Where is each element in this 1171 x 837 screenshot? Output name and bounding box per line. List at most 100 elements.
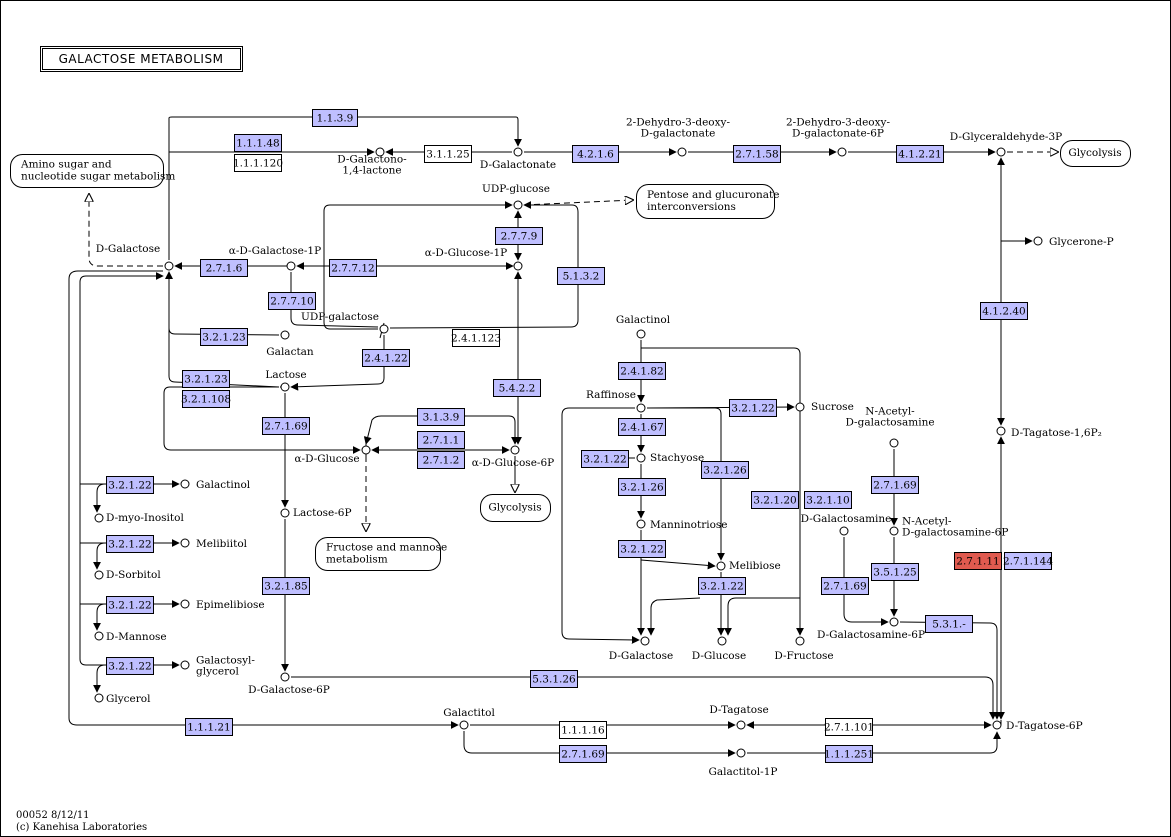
- compound-node-icon[interactable]: [837, 147, 847, 157]
- compound-agal1p[interactable]: α-D-Galactose-1P: [229, 245, 321, 271]
- enzyme-e_271144[interactable]: 2.7.1.144: [1003, 552, 1053, 570]
- compound-manninotriose[interactable]: Manninotriose: [636, 519, 728, 531]
- enzyme-e_27169c[interactable]: 2.7.1.69: [821, 577, 869, 595]
- enzyme-e_111116[interactable]: 1.1.1.16: [559, 721, 607, 739]
- compound-galactinol_m[interactable]: Galactinol: [616, 314, 671, 339]
- compound-node-icon[interactable]: [636, 453, 646, 463]
- compound-node-icon[interactable]: [636, 403, 646, 413]
- enzyme-e_32185[interactable]: 3.2.1.85: [262, 577, 310, 595]
- compound-node-icon[interactable]: [459, 720, 469, 730]
- compound-node-icon[interactable]: [795, 636, 805, 646]
- enzyme-box[interactable]: [262, 577, 310, 595]
- compound-lactose6p[interactable]: Lactose-6P: [280, 507, 352, 519]
- enzyme-e_111251[interactable]: 1.1.1.251: [824, 745, 874, 763]
- enzyme-e_5422[interactable]: 5.4.2.2: [493, 379, 541, 397]
- compound-aglc6p[interactable]: α-D-Glucose-6P: [472, 445, 554, 469]
- enzyme-box[interactable]: [825, 718, 873, 736]
- compound-node-icon[interactable]: [164, 261, 174, 271]
- enzyme-box[interactable]: [234, 154, 282, 172]
- enzyme-e_27169d[interactable]: 2.7.1.69: [559, 745, 607, 763]
- compound-node-icon[interactable]: [889, 438, 899, 448]
- enzyme-e_5132[interactable]: 5.1.3.2: [557, 267, 605, 285]
- enzyme-box[interactable]: [804, 491, 852, 509]
- enzyme-e_32122l3[interactable]: 3.2.1.22: [106, 596, 154, 614]
- enzyme-e_4216[interactable]: 4.2.1.6: [572, 145, 619, 163]
- compound-d_galactose[interactable]: D-Galactose: [96, 243, 174, 271]
- compound-node-icon[interactable]: [180, 660, 190, 670]
- compound-node-icon[interactable]: [280, 330, 290, 340]
- enzyme-e_2712[interactable]: 2.7.1.2: [417, 451, 465, 469]
- compound-d_glucose_b[interactable]: D-Glucose: [692, 636, 746, 662]
- compound-node-icon[interactable]: [716, 561, 726, 571]
- enzyme-box[interactable]: [262, 417, 310, 435]
- compound-galactinol_l[interactable]: Galactinol: [180, 479, 251, 491]
- compound-stachyose[interactable]: Stachyose: [636, 452, 704, 464]
- compound-galactonolactone[interactable]: D-Galactono-1,4-lactone: [337, 147, 407, 177]
- compound-melibiose[interactable]: Melibiose: [716, 560, 781, 572]
- compound-galactonate[interactable]: D-Galactonate: [480, 147, 556, 171]
- enzyme-box[interactable]: [106, 657, 154, 675]
- compound-galactose6p[interactable]: D-Galactose-6P: [248, 672, 330, 696]
- compound-sorbitol[interactable]: D-Sorbitol: [94, 569, 161, 581]
- enzyme-box[interactable]: [701, 461, 749, 479]
- enzyme-box[interactable]: [871, 563, 919, 581]
- compound-glyceraldehyde[interactable]: D-Glyceraldehyde-3P: [950, 131, 1062, 157]
- compound-dehydro[interactable]: 2-Dehydro-3-deoxy-D-galactonate: [626, 117, 731, 157]
- enzyme-e_111120[interactable]: 1.1.1.120: [233, 154, 283, 172]
- pathway-box[interactable]: [636, 184, 775, 219]
- pathway-box[interactable]: [10, 154, 164, 188]
- compound-node-icon[interactable]: [94, 693, 104, 703]
- enzyme-e_32123b[interactable]: 3.2.1.23: [182, 370, 230, 388]
- compound-node-icon[interactable]: [992, 720, 1002, 730]
- enzyme-box[interactable]: [729, 399, 777, 417]
- enzyme-e_321108[interactable]: 3.2.1.108: [181, 390, 231, 408]
- enzyme-e_32122l4[interactable]: 3.2.1.22: [106, 657, 154, 675]
- enzyme-e_27169b[interactable]: 2.7.1.69: [871, 476, 919, 494]
- compound-aglc1p[interactable]: α-D-Glucose-1P: [425, 247, 523, 271]
- compound-galactosamine[interactable]: D-Galactosamine: [801, 513, 892, 536]
- enzyme-box[interactable]: [452, 329, 500, 347]
- compound-glycerone[interactable]: Glycerone-P: [1033, 236, 1114, 248]
- enzyme-box[interactable]: [200, 259, 248, 277]
- compound-melibiitol[interactable]: Melibiitol: [180, 538, 248, 550]
- compound-mannose[interactable]: D-Mannose: [94, 631, 167, 643]
- enzyme-box[interactable]: [618, 540, 666, 558]
- compound-glycerol[interactable]: Glycerol: [94, 693, 151, 705]
- compound-node-icon[interactable]: [361, 445, 371, 455]
- enzyme-box[interactable]: [417, 408, 465, 426]
- enzyme-box[interactable]: [182, 370, 230, 388]
- compound-node-icon[interactable]: [280, 508, 290, 518]
- enzyme-box[interactable]: [581, 450, 629, 468]
- compound-lactose[interactable]: Lactose: [265, 369, 307, 392]
- enzyme-e_1139[interactable]: 1.1.3.9: [312, 109, 358, 127]
- enzyme-box[interactable]: [618, 362, 666, 380]
- compound-galactosylglycerol[interactable]: Galactosyl-glycerol: [180, 655, 255, 678]
- enzyme-box[interactable]: [618, 478, 666, 496]
- pathway-box[interactable]: [315, 537, 441, 571]
- enzyme-e_41240[interactable]: 4.1.2.40: [980, 302, 1028, 320]
- compound-node-icon[interactable]: [180, 599, 190, 609]
- enzyme-e_11148[interactable]: 1.1.1.48: [234, 134, 282, 152]
- compound-node-icon[interactable]: [280, 382, 290, 392]
- enzyme-e_27712[interactable]: 2.7.7.12: [329, 259, 377, 277]
- compound-nacetyl[interactable]: N-Acetyl-D-galactosamine: [845, 406, 935, 448]
- enzyme-box[interactable]: [417, 451, 465, 469]
- compound-nacetyl6p[interactable]: N-Acetyl-D-galactosamine-6P: [889, 516, 1008, 539]
- compound-dehydro6p[interactable]: 2-Dehydro-3-deoxy-D-galactonate-6P: [786, 117, 891, 157]
- enzyme-e_2716[interactable]: 2.7.1.6: [200, 259, 248, 277]
- enzyme-box[interactable]: [493, 379, 541, 397]
- enzyme-box[interactable]: [185, 718, 233, 736]
- compound-node-icon[interactable]: [180, 538, 190, 548]
- enzyme-e_2779[interactable]: 2.7.7.9: [495, 227, 543, 245]
- compound-raffinose[interactable]: Raffinose: [586, 389, 646, 413]
- compound-node-icon[interactable]: [889, 617, 899, 627]
- enzyme-box[interactable]: [495, 227, 543, 245]
- compound-sucrose[interactable]: Sucrose: [795, 401, 854, 413]
- enzyme-box[interactable]: [312, 109, 358, 127]
- enzyme-box[interactable]: [362, 349, 410, 367]
- compound-node-icon[interactable]: [286, 261, 296, 271]
- compound-node-icon[interactable]: [1033, 236, 1043, 246]
- compound-node-icon[interactable]: [677, 147, 687, 157]
- compound-tagatose16p[interactable]: D-Tagatose-1,6P₂: [996, 426, 1102, 439]
- compound-node-icon[interactable]: [996, 147, 1006, 157]
